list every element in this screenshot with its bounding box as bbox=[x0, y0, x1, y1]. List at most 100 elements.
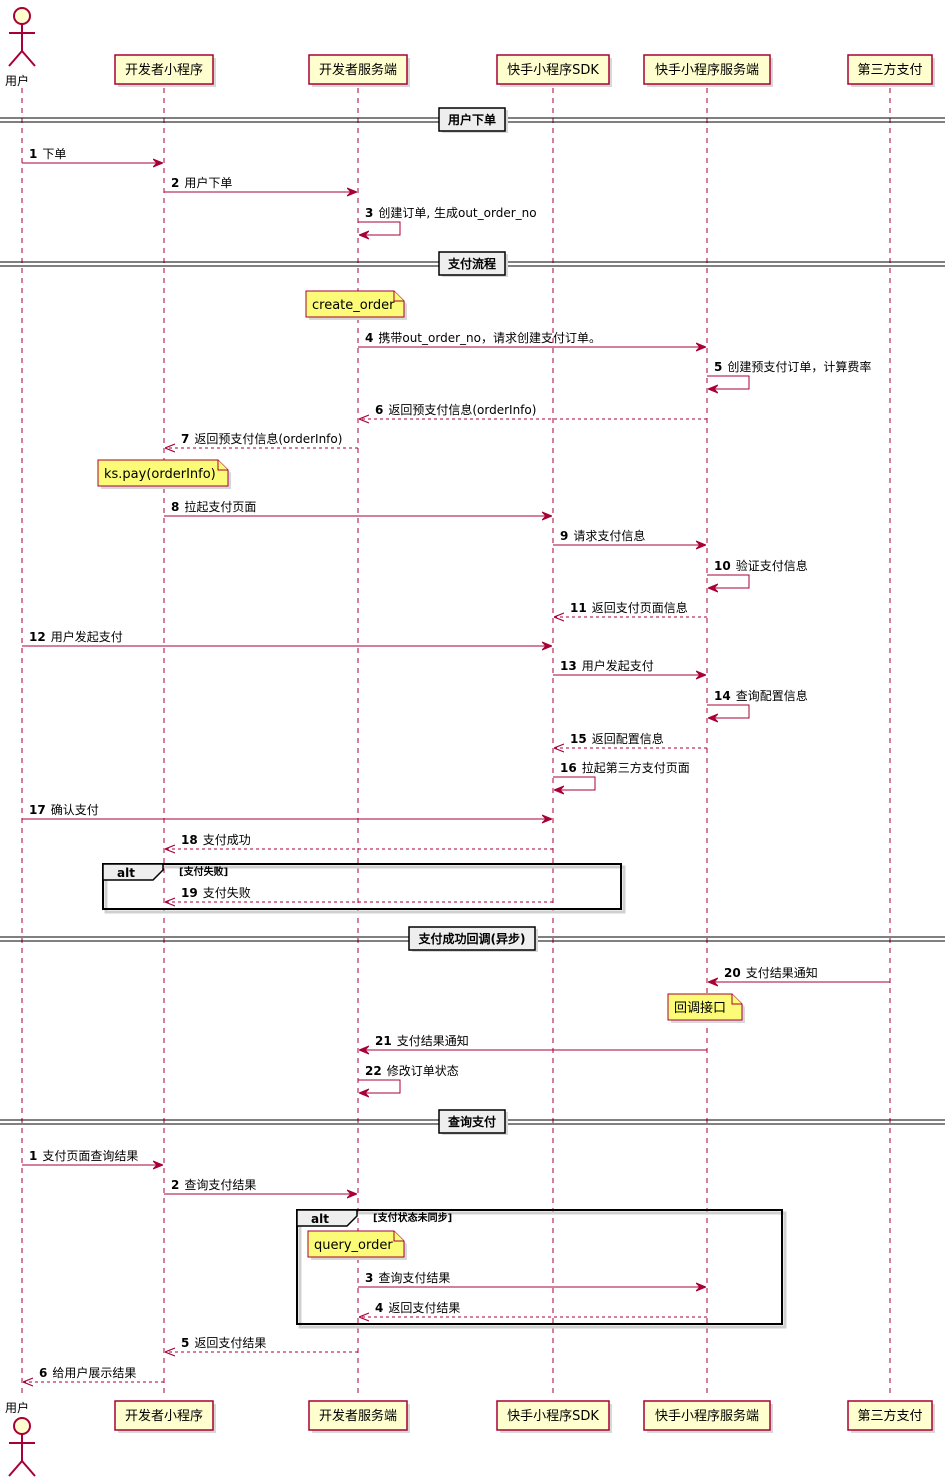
participant-user-top: 用户 bbox=[5, 7, 36, 88]
note: query_order bbox=[307, 1230, 407, 1260]
participant-box bbox=[496, 54, 610, 85]
actor-label: 用户 bbox=[5, 73, 29, 88]
participant-dev_srv-top: 开发者服务端 bbox=[308, 54, 410, 87]
message-number: 4 bbox=[375, 1301, 383, 1315]
message-19: 19 支付失败 bbox=[165, 885, 553, 902]
participant-label: 第三方支付 bbox=[857, 62, 922, 78]
message-number: 5 bbox=[181, 1336, 189, 1350]
participant-ks_sdk-top: 快手小程序SDK bbox=[496, 54, 612, 87]
actor-icon bbox=[8, 1417, 36, 1477]
message-5: 5 创建预支付订单，计算费率 bbox=[707, 359, 871, 389]
participant-label: 开发者服务端 bbox=[319, 62, 397, 78]
section-label: 查询支付 bbox=[447, 1114, 496, 1129]
message-17: 17 确认支付 bbox=[22, 803, 552, 819]
participant-ks_srv-bottom: 快手小程序服务端 bbox=[643, 1400, 773, 1433]
message-number: 19 bbox=[181, 886, 198, 900]
participant-label: 第三方支付 bbox=[857, 1408, 922, 1424]
participant-dev_mp-top: 开发者小程序 bbox=[114, 54, 216, 87]
message-number: 15 bbox=[570, 732, 587, 746]
alt-keyword: alt bbox=[311, 1212, 329, 1226]
message-26: 4 返回支付结果 bbox=[359, 1301, 707, 1317]
self-message-arrow bbox=[707, 574, 750, 588]
actor-label: 用户 bbox=[5, 1400, 29, 1415]
message-text: 确认支付 bbox=[51, 803, 99, 817]
message-number: 8 bbox=[171, 500, 179, 514]
message-number: 14 bbox=[714, 689, 731, 703]
self-message-arrow bbox=[358, 1079, 401, 1093]
alt-frame: alt [支付失败] bbox=[102, 863, 626, 914]
message-number: 21 bbox=[375, 1034, 392, 1048]
participant-box bbox=[643, 54, 771, 85]
message-10: 10 验证支付信息 bbox=[707, 558, 808, 588]
self-message-arrow bbox=[707, 375, 750, 389]
message-number: 7 bbox=[181, 432, 189, 446]
participant-box bbox=[114, 1400, 214, 1431]
message-label: 1 下单 bbox=[29, 147, 66, 161]
note-label: query_order bbox=[314, 1238, 393, 1253]
note: create_order bbox=[305, 290, 407, 320]
message-number: 13 bbox=[560, 659, 577, 673]
participant-label: 快手小程序服务端 bbox=[655, 1408, 759, 1424]
participant-ks_srv-top: 快手小程序服务端 bbox=[643, 54, 773, 87]
message-text: 支付结果通知 bbox=[746, 966, 818, 980]
message-text: 支付页面查询结果 bbox=[42, 1149, 138, 1163]
message-text: 返回支付结果 bbox=[194, 1336, 266, 1350]
self-message-arrow bbox=[553, 776, 596, 790]
message-text: 用户下单 bbox=[184, 175, 232, 190]
message-text: 支付失败 bbox=[203, 885, 251, 900]
message-number: 6 bbox=[375, 403, 383, 417]
message-number: 1 bbox=[29, 147, 37, 161]
message-text: 查询支付结果 bbox=[184, 1178, 256, 1192]
message-label: 5 返回支付结果 bbox=[181, 1336, 266, 1350]
participant-box bbox=[308, 54, 408, 85]
section-divider: 用户下单 bbox=[0, 107, 945, 133]
participant-dev_srv-bottom: 开发者服务端 bbox=[308, 1400, 410, 1433]
message-number: 1 bbox=[29, 1149, 37, 1163]
message-text: 拉起第三方支付页面 bbox=[582, 760, 690, 775]
message-text: 创建预支付订单，计算费率 bbox=[727, 359, 871, 374]
message-label: 5 创建预支付订单，计算费率 bbox=[714, 359, 871, 374]
message-number: 5 bbox=[714, 360, 722, 374]
message-number: 17 bbox=[29, 803, 46, 817]
message-27: 5 返回支付结果 bbox=[165, 1336, 358, 1352]
message-number: 3 bbox=[365, 1271, 373, 1285]
alt-condition: [支付失败] bbox=[179, 865, 228, 878]
message-text: 给用户展示结果 bbox=[52, 1365, 136, 1380]
participant-box bbox=[308, 1400, 408, 1431]
section-divider: 支付成功回调(异步) bbox=[0, 926, 945, 952]
message-text: 创建订单, 生成out_order_no bbox=[378, 206, 536, 220]
message-text: 返回支付结果 bbox=[388, 1301, 460, 1315]
message-text: 用户发起支付 bbox=[582, 658, 654, 673]
message-text: 携带out_order_no，请求创建支付订单。 bbox=[378, 330, 601, 345]
message-number: 12 bbox=[29, 630, 46, 644]
message-text: 验证支付信息 bbox=[736, 558, 808, 573]
participant-third-bottom: 第三方支付 bbox=[847, 1400, 935, 1433]
message-number: 10 bbox=[714, 559, 731, 573]
alt-frame: alt[支付状态未同步] bbox=[296, 1209, 787, 1329]
alt-keyword: alt bbox=[117, 866, 135, 880]
message-text: 下单 bbox=[42, 147, 66, 161]
note-label: create_order bbox=[312, 298, 395, 313]
participant-ks_sdk-bottom: 快手小程序SDK bbox=[496, 1400, 612, 1433]
message-1: 1 下单 bbox=[22, 147, 163, 163]
